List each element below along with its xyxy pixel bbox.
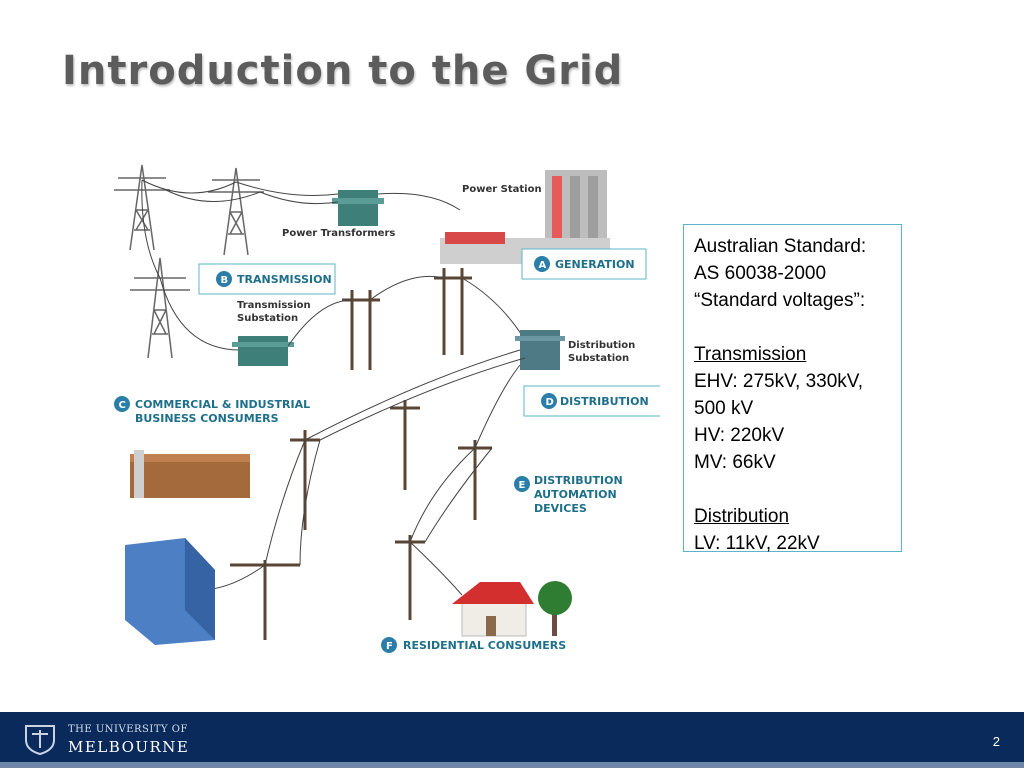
generation-label: GENERATION — [555, 258, 635, 271]
transmission-tower-3 — [130, 257, 190, 359]
university-name-top: THE UNIVERSITY OF — [68, 724, 188, 735]
infobox-spacer — [694, 314, 893, 341]
infobox-line1: Australian Standard: — [694, 236, 867, 257]
distribution-label: DISTRIBUTION — [560, 395, 649, 408]
power-station-label: Power Station — [462, 184, 542, 195]
commercial-label-line2: BUSINESS CONSUMERS — [135, 412, 279, 425]
transmission-tower-2 — [208, 167, 264, 256]
transmission-lines — [141, 179, 461, 351]
commercial-badge-letter: C — [119, 400, 126, 411]
distribution-substation — [515, 330, 565, 370]
footer-bar: THE UNIVERSITY OF MELBOURNE 2 — [0, 712, 1024, 768]
distribution-heading: Distribution — [694, 506, 790, 527]
distribution-badge — [541, 393, 557, 409]
automation-label-line2: AUTOMATION — [534, 488, 617, 501]
automation-label-line3: DEVICES — [534, 502, 587, 515]
automation-badge — [514, 476, 530, 492]
commercial-label-line1: COMMERCIAL & INDUSTRIAL — [135, 398, 310, 411]
generation-badge — [534, 256, 550, 272]
transmission-badge — [216, 271, 232, 287]
factory-building — [130, 450, 250, 498]
transmission-substation-label-1: Transmission — [237, 300, 311, 311]
distribution-substation-label-2: Substation — [568, 353, 629, 364]
page-number: 2 — [992, 734, 1000, 749]
distribution-lines — [199, 349, 526, 596]
transmission-label: TRANSMISSION — [237, 273, 332, 286]
office-building — [125, 538, 215, 645]
generation-badge-letter: A — [539, 260, 547, 271]
transmission-ehv: EHV: 275kV, 330kV, — [694, 371, 864, 392]
footer-stripe — [0, 762, 1024, 768]
transmission-mv: MV: 66kV — [694, 452, 776, 473]
power-transformers-label: Power Transformers — [282, 228, 395, 239]
transmission-substation-label-2: Substation — [237, 313, 298, 324]
residential-badge-letter: F — [386, 641, 393, 652]
transmission-badge-letter: B — [221, 275, 229, 286]
automation-badge-letter: E — [519, 480, 526, 491]
grid-diagram: Power Station Power Transformers Transmi… — [114, 164, 660, 653]
distribution-badge-letter: D — [546, 397, 554, 408]
tree — [538, 581, 572, 636]
infobox-spacer — [694, 476, 893, 503]
infobox-line2: AS 60038-2000 — [694, 263, 827, 284]
commercial-badge — [114, 396, 130, 412]
standards-infobox: Australian Standard: AS 60038-2000 “Stan… — [683, 224, 902, 554]
power-transformer — [332, 190, 384, 226]
automation-label-line1: DISTRIBUTION — [534, 474, 623, 487]
slide-title: Introduction to the Grid — [62, 48, 624, 94]
transmission-ehv-cont: 500 kV — [694, 398, 754, 419]
residential-label: RESIDENTIAL CONSUMERS — [403, 639, 566, 652]
distribution-lv: LV: 11kV, 22kV — [694, 533, 820, 554]
residential-house — [452, 582, 534, 637]
distribution-substation-label-1: Distribution — [568, 340, 635, 351]
residential-badge — [381, 637, 397, 653]
university-name-main: MELBOURNE — [68, 738, 190, 756]
subtransmission-lines — [287, 275, 526, 347]
university-crest-icon — [25, 725, 55, 756]
subtransmission-poles — [342, 268, 472, 370]
transmission-hv: HV: 220kV — [694, 425, 785, 446]
infobox-line3: “Standard voltages”: — [694, 290, 866, 311]
transmission-heading: Transmission — [694, 344, 807, 365]
transmission-substation — [232, 336, 294, 366]
